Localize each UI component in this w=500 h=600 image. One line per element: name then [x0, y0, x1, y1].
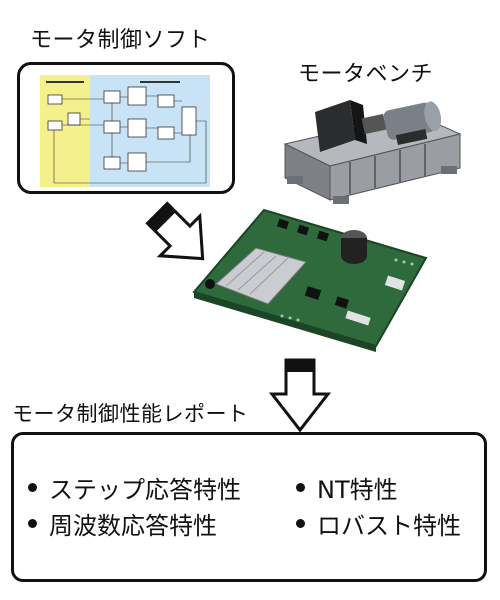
motor-bench-illustration-icon: [283, 100, 462, 204]
report-item-label: ロバスト特性: [317, 512, 461, 540]
report-item: 周波数応答特性: [28, 506, 217, 541]
bullet-icon: [296, 483, 305, 492]
software-block-diagram-icon: [40, 75, 210, 187]
bullet-icon: [28, 519, 37, 528]
motor-bench-caption: モータベンチ: [298, 62, 434, 87]
report-item: NT特性: [296, 470, 398, 505]
software-diagram-frame: [17, 62, 235, 194]
bullet-icon: [28, 483, 37, 492]
report-frame: [11, 432, 487, 582]
report-item: ステップ応答特性: [28, 470, 241, 505]
software-caption: モータ制御ソフト: [30, 28, 211, 53]
report-item-label: NT特性: [317, 476, 398, 504]
report-caption: モータ制御性能レポート: [12, 402, 249, 426]
bullet-icon: [296, 519, 305, 528]
down-arrow-icon: [145, 201, 205, 261]
control-board-photo-icon: [192, 208, 428, 352]
report-item-label: 周波数応答特性: [49, 512, 217, 540]
down-arrow-icon: [268, 358, 332, 433]
report-item-label: ステップ応答特性: [49, 476, 241, 504]
report-item: ロバスト特性: [296, 506, 461, 541]
